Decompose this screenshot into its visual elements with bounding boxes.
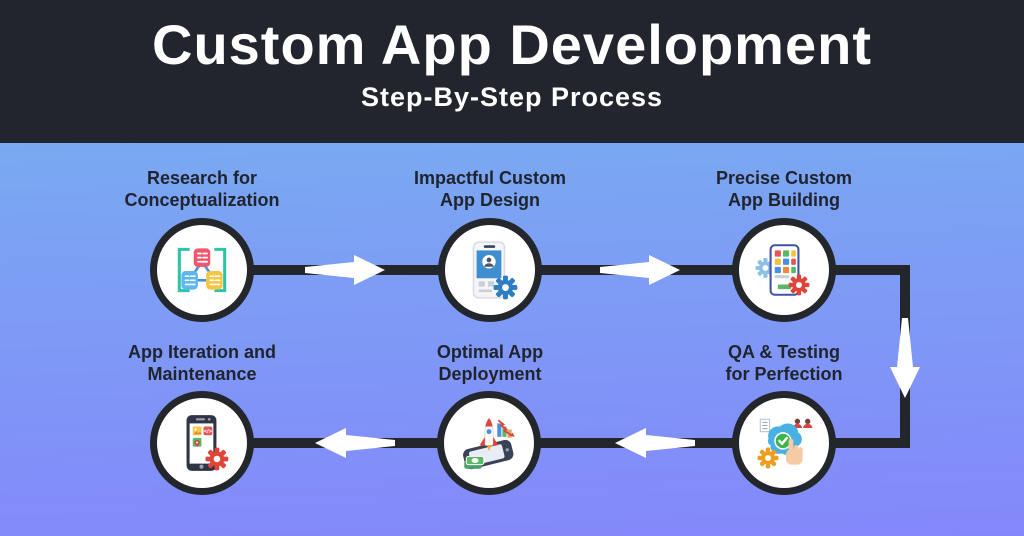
app-maintenance-icon: </> xyxy=(186,415,229,471)
step-label-line: Impactful Custom xyxy=(413,168,566,188)
arrow-down-icon xyxy=(882,315,928,401)
step-label-deployment: Optimal App Deployment xyxy=(365,341,615,385)
step-circle-deployment xyxy=(437,391,541,495)
step-label-line: Deployment xyxy=(438,364,542,384)
arrow-left-icon xyxy=(312,420,398,466)
process-flow-area: Research for Conceptualization Impactful… xyxy=(0,143,1024,536)
arrow-left-icon xyxy=(612,420,698,466)
app-building-icon xyxy=(755,244,810,296)
step-label-line: Optimal App xyxy=(436,342,544,362)
step-label-design: Impactful Custom App Design xyxy=(365,167,615,211)
step-label-maintenance: App Iteration and Maintenance xyxy=(77,341,327,385)
step-circle-building xyxy=(732,218,836,322)
connector-line-bottom xyxy=(202,438,905,448)
step-label-line: App Building xyxy=(728,190,840,210)
page-title: Custom App Development xyxy=(152,13,872,76)
header-banner: Custom App Development Step-By-Step Proc… xyxy=(0,0,1024,143)
connector-line-top xyxy=(202,265,905,275)
step-label-line: QA & Testing xyxy=(728,342,840,362)
step-label-line: Research for xyxy=(146,168,258,188)
step-label-line: Conceptualization xyxy=(124,190,280,210)
step-circle-qa-testing xyxy=(732,391,836,495)
research-flowchart-icon xyxy=(177,247,227,293)
arrow-right-icon xyxy=(597,247,683,293)
step-label-line: App Iteration and xyxy=(128,342,276,362)
arrow-right-icon xyxy=(302,247,388,293)
step-circle-research xyxy=(150,218,254,322)
svg-text:</>: </> xyxy=(204,429,213,435)
step-label-line: Precise Custom xyxy=(715,168,853,188)
app-deployment-icon xyxy=(463,417,515,470)
step-label-qa-testing: QA & Testing for Perfection xyxy=(659,341,909,385)
app-design-icon xyxy=(472,241,518,300)
step-label-research: Research for Conceptualization xyxy=(77,167,327,211)
page-subtitle: Step-By-Step Process xyxy=(360,81,664,112)
step-label-building: Precise Custom App Building xyxy=(659,167,909,211)
step-label-line: App Design xyxy=(439,190,540,210)
qa-testing-icon xyxy=(757,418,813,469)
step-circle-design xyxy=(438,218,542,322)
step-label-line: Maintenance xyxy=(147,364,257,384)
step-circle-maintenance: </> xyxy=(150,391,254,495)
step-label-line: for Perfection xyxy=(725,364,843,384)
